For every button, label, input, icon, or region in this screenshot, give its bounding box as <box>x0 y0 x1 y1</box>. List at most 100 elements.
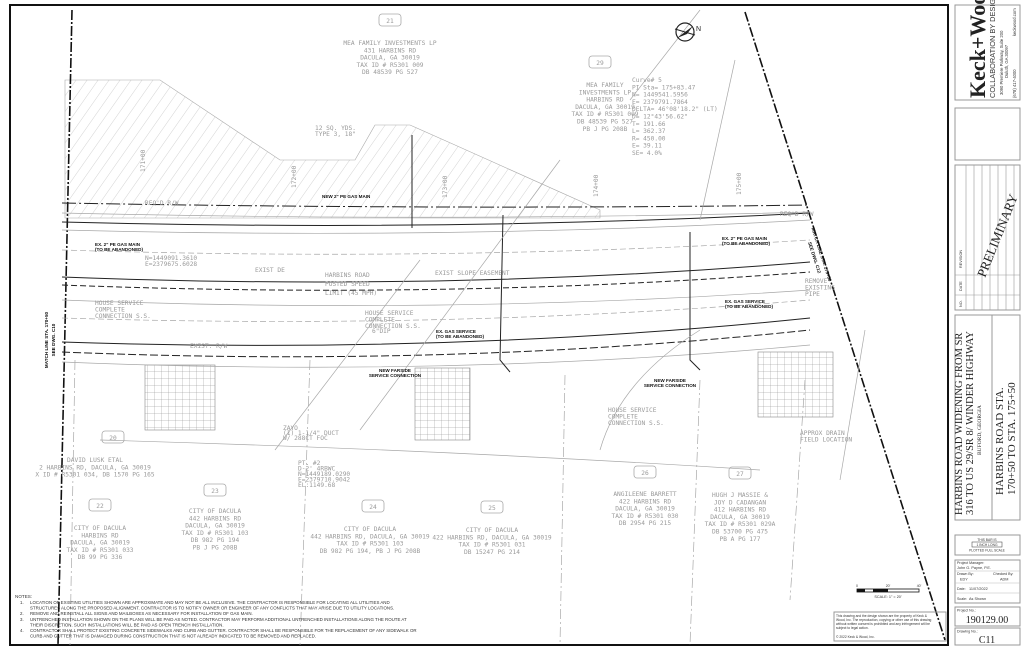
parcel-owner-line: X ID # R5301 034, DB 1570 PG 165 <box>35 472 154 479</box>
station-label: 171+00 <box>140 149 147 172</box>
parcel-owner-line: DB 99 PG 336 <box>78 554 123 561</box>
parcel-owner-line: 422 HARBINS RD, DACULA, GA 30019 <box>432 534 551 541</box>
parcel-owner-line: ANGILEENE BARRETT <box>613 491 677 498</box>
drain-field-label: FIELD LOCATION <box>800 437 852 444</box>
station-label: 172+00 <box>291 165 298 188</box>
zayo-duct-label: ZAYO <box>283 425 298 432</box>
ex-gas-service-callout: (TO BE ABANDONED) <box>725 304 773 309</box>
road-geometry <box>61 9 866 646</box>
survey-point-label: D-2' 4RBWC <box>298 466 336 473</box>
curve-data-line: E= 39.11 <box>632 143 662 150</box>
parcel-owner-line: TAX ID # R5301 030 <box>611 513 678 520</box>
curve-data-line: DELTA= 46°08'18.2" (LT) <box>632 105 718 113</box>
notes-title: NOTES: <box>15 594 32 599</box>
parcel-owner-line: TAX ID # R5301 009 <box>356 62 423 69</box>
parcel-owner-line: 422 HARBINS RD <box>619 498 671 505</box>
ex-gas-service-callout: EX. GAS SERVICE <box>436 329 476 334</box>
parcel-owner-line: PB J PG 208B <box>583 126 628 133</box>
parcel-owner-line: TAX ID # R5301 033 <box>66 547 133 554</box>
survey-point-label: N=1449189.0290 <box>298 471 350 478</box>
project-title-line-1: HARBINS ROAD WIDENING FROM SR <box>954 333 965 515</box>
drawing-no-box <box>954 627 1021 646</box>
road-name-label: LIMIT (45 MPH) <box>325 290 377 297</box>
house-service-label: COMPLETE <box>365 317 395 324</box>
project-manager: John G. Payne, P.E. <box>957 566 991 570</box>
parcel-owner-line: DB 48539 PG 527 <box>577 119 633 126</box>
curve-data-line: D= 12°43'56.62" <box>632 113 688 121</box>
new-farside-callout: NEW FARSIDE <box>654 378 686 383</box>
house-service-label: CONNECTION S.S. <box>365 323 421 330</box>
sheet-title-line-1: HARBINS ROAD STA. <box>994 387 1006 495</box>
revision-header-date: DATE <box>959 281 963 291</box>
parcel-number: 25 <box>488 505 496 512</box>
parcel-owner-line: CITY OF DACULA <box>74 525 126 532</box>
note-text: CURB AND GUTTER THAT IS DAMAGED DURING C… <box>30 634 316 639</box>
parcel-tag-box <box>633 465 657 479</box>
note-text: THEIR DISCRETION. SUCH INSTALLATIONS WIL… <box>30 622 224 627</box>
disclaimer-text: without written consent is prohibited an… <box>836 622 930 626</box>
pavement-removal-hatch <box>144 364 216 431</box>
new-farside-callout: SERVICE CONNECTION <box>644 383 697 388</box>
match-line-right <box>744 11 946 641</box>
parcel-owner-line: MEA FAMILY <box>586 82 624 89</box>
parcel-owner-line: DB 982 PG 194, PB J PG 208B <box>320 548 421 555</box>
project-title-line-2: 316 TO US 29/SR 8/ WINDER HIGHWAY <box>965 331 976 515</box>
note-number: 4. <box>20 628 24 633</box>
house-service-label: HOUSE SERVICE <box>365 310 414 317</box>
note-number: 2. <box>20 611 24 616</box>
disclaimer-box <box>833 611 947 642</box>
reqd-rw-label: REQ'D R/W <box>780 211 814 218</box>
parcel-owner-line: TAX ID # R5301 031 <box>458 542 525 549</box>
title-block: Keck+Wood COLLABORATION BY DESIGN 3090 P… <box>954 0 1021 646</box>
parcel-number: 20 <box>109 435 117 442</box>
parcel-owner-line: JOY D CADANGAN <box>714 499 766 506</box>
disclaimer-text: Wood, Inc. The reproduction, copying or … <box>836 618 932 622</box>
note-text: REMOVE AND REINSTALL ALL SIGNS AND MAILB… <box>30 611 253 616</box>
parcel-owner-line: PB A PG 177 <box>720 536 761 543</box>
remove-pipe-label: EXISTING <box>805 285 835 292</box>
parcel-owner-line: DB 48539 PG 527 <box>362 69 418 76</box>
dip-label: 6"DIP <box>372 328 391 335</box>
scale-value: As Shown <box>969 597 986 601</box>
riprap-label: TYPE 3, 18" <box>315 131 356 138</box>
coordinate-label: N=1449091.3610 <box>145 255 197 262</box>
drawn-by-label: Drawn By: <box>957 572 974 576</box>
note-number: 3. <box>20 617 24 622</box>
parcel-owner-line: DACULA, GA 30019 <box>575 104 635 111</box>
parcel-tag-box <box>728 466 752 480</box>
remove-pipe-label: PIPE <box>805 291 820 298</box>
curve-data-line: E= 2379791.7864 <box>632 99 688 106</box>
project-manager-label: Project Manager: <box>957 561 984 565</box>
keck-wood-logo: Keck+Wood <box>965 0 990 98</box>
parcel-tag-box <box>361 499 385 513</box>
parcel-tag-box <box>480 500 504 514</box>
parcel-owner-line: 412 HARBINS RD <box>714 507 766 514</box>
revision-table <box>954 164 1021 311</box>
parcel-owner-line: INVESTMENTS LP <box>579 89 631 96</box>
logo-box <box>954 4 1021 101</box>
project-info-box <box>954 559 1021 604</box>
parcel-owner-line: TAX ID # R5301 103 <box>336 541 403 548</box>
match-line-left-label: SEE DWG. C10 <box>51 323 56 356</box>
parcel-owner-line: DACULA, GA 30019 <box>360 55 420 62</box>
parcel-owner-line: DACULA, GA 30019 <box>70 540 130 547</box>
pavement-removal-hatch <box>414 367 471 441</box>
drawing-frame <box>9 4 949 646</box>
parcel-owner-line: TAX ID # R5301 009 <box>571 111 638 118</box>
exist-de-label: EXIST DE <box>255 267 285 274</box>
note-text: STRUCTURES ALONG THE PROPOSED ALIGNMENT.… <box>30 606 394 611</box>
parcel-owner-line: DB 53700 PG 475 <box>712 529 768 536</box>
disclaimer-text: This drawing and the design shown are th… <box>836 614 928 618</box>
parcel-number: 22 <box>96 503 104 510</box>
project-location: BUFORD, GEORGIA <box>977 405 983 455</box>
parcel-owner-line: 2 HARBINS RD, DACULA, GA 30019 <box>39 464 151 471</box>
slope-easement-hatch <box>64 79 601 219</box>
logo-tagline: COLLABORATION BY DESIGN <box>988 0 997 98</box>
parcel-number: 26 <box>641 470 649 477</box>
parcel-owner-line: DB 2954 PG 215 <box>619 520 671 527</box>
parcel-number: 21 <box>386 18 394 25</box>
ex-gas-main-callout: (TO BE ABANDONED) <box>95 247 143 252</box>
parcel-owner-line: TAX ID # R5301 103 <box>181 530 248 537</box>
website: keckwood.com <box>1012 8 1017 36</box>
